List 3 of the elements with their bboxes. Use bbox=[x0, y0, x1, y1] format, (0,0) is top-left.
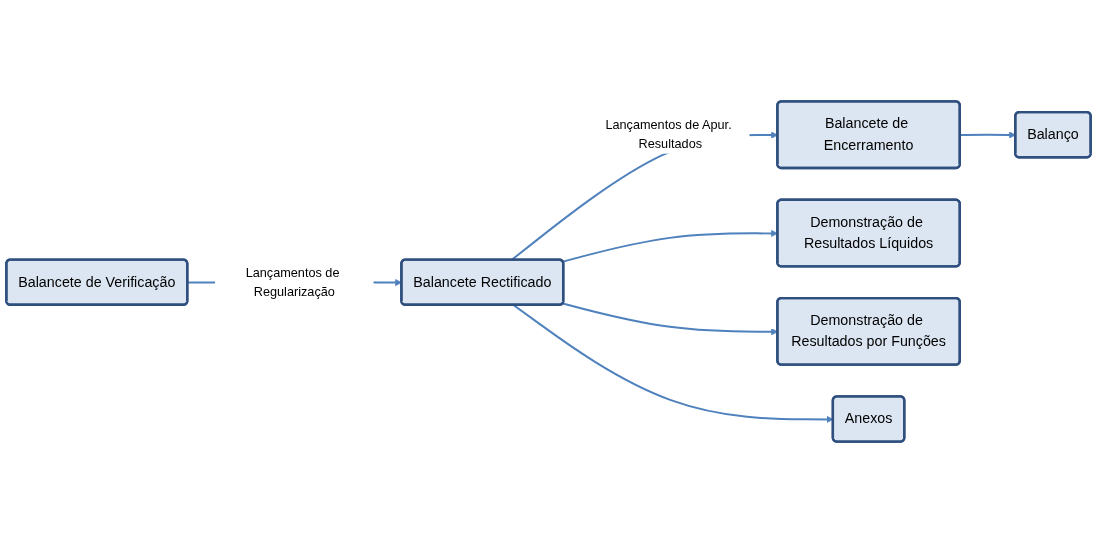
edge-label: Lançamentos de Apur. Resultados bbox=[605, 118, 732, 151]
edge-label: Lançamentos de Regularização bbox=[245, 265, 340, 299]
arrow bbox=[959, 131, 1016, 139]
